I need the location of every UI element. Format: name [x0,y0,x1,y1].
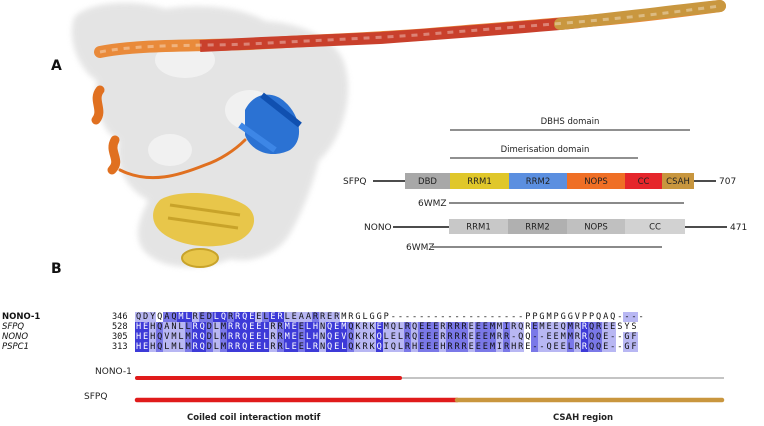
sfpq-domain-cc [625,173,662,189]
nono1-coverage-label: NONO-1 [95,367,132,377]
sfpq-domain-rrm1 [450,173,509,189]
alignment-sequence-name: NONO-1 [2,312,41,322]
nono-domain-nops [567,219,625,234]
sfpq-protein-label: SFPQ [343,177,366,187]
csah-region-label: CSAH region [553,413,613,423]
sfpq-domain-nops [567,173,625,189]
alignment-sequence-name: PSPC1 [2,342,29,352]
sfpq-domain-label-csah: CSAH [666,177,690,187]
sfpq-domain-csah [662,173,694,189]
sfpq-domain-label-nops: NOPS [584,177,608,187]
alignment-start-position: 528 [112,322,128,332]
alignment-start-position: 313 [112,342,128,352]
nono-domain-rrm2 [508,219,567,234]
coiled-coil-motif-label: Coiled coil interaction motif [187,413,321,423]
rrm2-domain-structure [238,92,302,155]
nops-helices [91,85,247,180]
dbhs-domain-label: DBHS domain [541,117,600,127]
nono-protein-label: NONO [364,223,392,233]
panel-label-b: B [51,261,62,277]
long-coiled-coil-helix [94,0,726,58]
nono-domain-label-nops: NOPS [584,223,608,233]
domain-diagram: DBHS domain Dimerisation domain SFPQ DBD… [343,117,747,253]
nono-domain-rrm1 [449,219,508,234]
sfpq-length: 707 [719,177,736,187]
alignment-start-position: 305 [112,332,128,342]
panel-label-a: A [51,58,62,74]
sfpq-construct-label: 6WMZ [418,199,447,209]
molecular-surface [72,3,348,267]
sfpq-domain-label-cc: CC [638,177,650,187]
nono-domain-label-rrm1: RRM1 [466,223,491,233]
alignment-sequence-name: NONO [2,332,29,342]
protein-structure-image [72,0,726,268]
sfpq-domain-label-rrm2: RRM2 [526,177,551,187]
sfpq-coverage-label: SFPQ [84,392,107,402]
nono-domain-label-cc: CC [649,223,661,233]
sfpq-domain-label-dbd: DBD [418,177,437,187]
dimerisation-domain-label: Dimerisation domain [501,145,590,155]
nono-length: 471 [730,223,747,233]
sfpq-domain-dbd [405,173,450,189]
alignment-start-position: 346 [112,312,128,322]
sfpq-domain-rrm2 [509,173,567,189]
alignment-sequence-name: SFPQ [2,322,25,332]
rrm1-domain-structure [153,193,255,268]
nono-domain-cc [625,219,685,234]
nono-domain-label-rrm2: RRM2 [525,223,550,233]
nono-construct-label: 6WMZ [406,243,435,253]
sfpq-domain-label-rrm1: RRM1 [467,177,492,187]
